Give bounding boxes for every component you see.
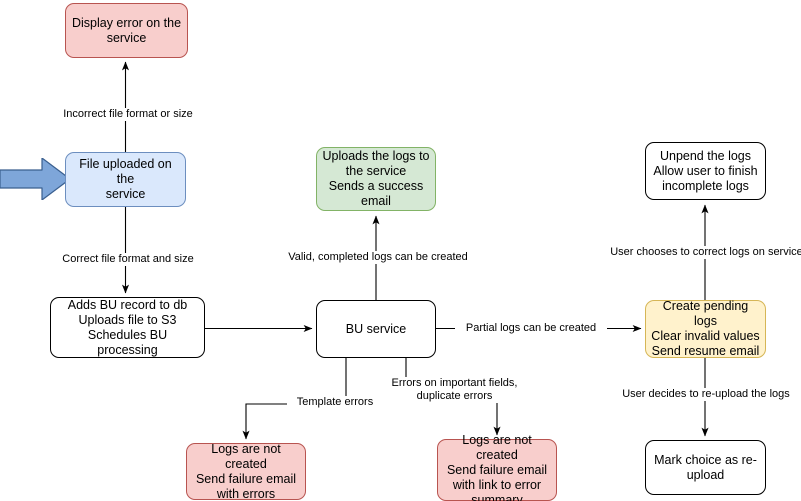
- node-unpend-logs[interactable]: Unpend the logs Allow user to finish inc…: [645, 142, 766, 200]
- edge-label-valid-completed-logs: Valid, completed logs can be created: [280, 251, 476, 264]
- node-logs-not-created-template[interactable]: Logs are not created Send failure email …: [186, 442, 306, 501]
- node-logs-not-created-summary[interactable]: Logs are not created Send failure email …: [437, 433, 557, 501]
- node-display-error[interactable]: Display error on the service: [65, 3, 188, 58]
- incoming-flow-arrow: [0, 158, 71, 200]
- edge-label-user-corrects-logs: User chooses to correct logs on service: [608, 246, 801, 259]
- node-file-uploaded[interactable]: File uploaded on the service: [65, 152, 186, 207]
- node-mark-choice-reupload[interactable]: Mark choice as re- upload: [645, 440, 766, 495]
- node-adds-bu-record[interactable]: Adds BU record to db Uploads file to S3 …: [50, 297, 205, 358]
- edge-label-partial-logs: Partial logs can be created: [455, 322, 607, 335]
- node-bu-service[interactable]: BU service: [316, 300, 436, 358]
- edge-label-user-reuploads-logs: User decides to re-upload the logs: [618, 388, 794, 401]
- node-uploads-logs[interactable]: Uploads the logs to the service Sends a …: [316, 147, 436, 211]
- edge-label-correct-format: Correct file format and size: [58, 253, 198, 266]
- edge-label-incorrect-format: Incorrect file format or size: [56, 108, 200, 121]
- edge-label-template-errors: Template errors: [287, 396, 383, 409]
- node-create-pending-logs[interactable]: Create pending logs Clear invalid values…: [645, 299, 766, 358]
- edge-label-errors-important-fields: Errors on important fields, duplicate er…: [389, 377, 520, 403]
